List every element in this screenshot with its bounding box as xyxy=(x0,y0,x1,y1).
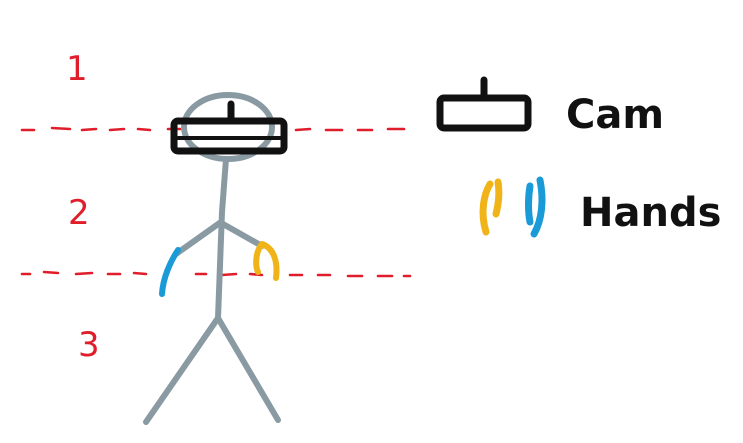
legend-cam-label: Cam xyxy=(566,92,664,138)
legend-cam: Cam xyxy=(436,76,664,138)
figure-body xyxy=(215,156,229,321)
legend-hand-yellow xyxy=(479,178,503,236)
zone-divider-top xyxy=(20,126,406,132)
legend-hand-blue xyxy=(525,176,546,238)
figure-hand-right-icon xyxy=(253,241,280,281)
legend-camera-bar-icon xyxy=(436,76,532,132)
zone-label-3: 3 xyxy=(78,325,100,365)
figure-leg-left xyxy=(143,315,221,425)
zone-label-1: 1 xyxy=(66,49,88,89)
stick-figure xyxy=(143,92,281,425)
legend-hands-icon xyxy=(479,176,546,238)
figure-hand-left-icon xyxy=(159,247,181,297)
head-camera-icon xyxy=(170,100,288,155)
figure-leg-right xyxy=(215,315,281,423)
legend-hands: Hands xyxy=(479,176,721,238)
legend-hands-label: Hands xyxy=(580,190,721,236)
zone-divider-bottom xyxy=(20,270,412,278)
zone-label-2: 2 xyxy=(68,193,90,233)
zone-divider-lines xyxy=(20,126,412,278)
figure-arm-right xyxy=(220,221,265,249)
figure-arm-left xyxy=(173,219,224,257)
